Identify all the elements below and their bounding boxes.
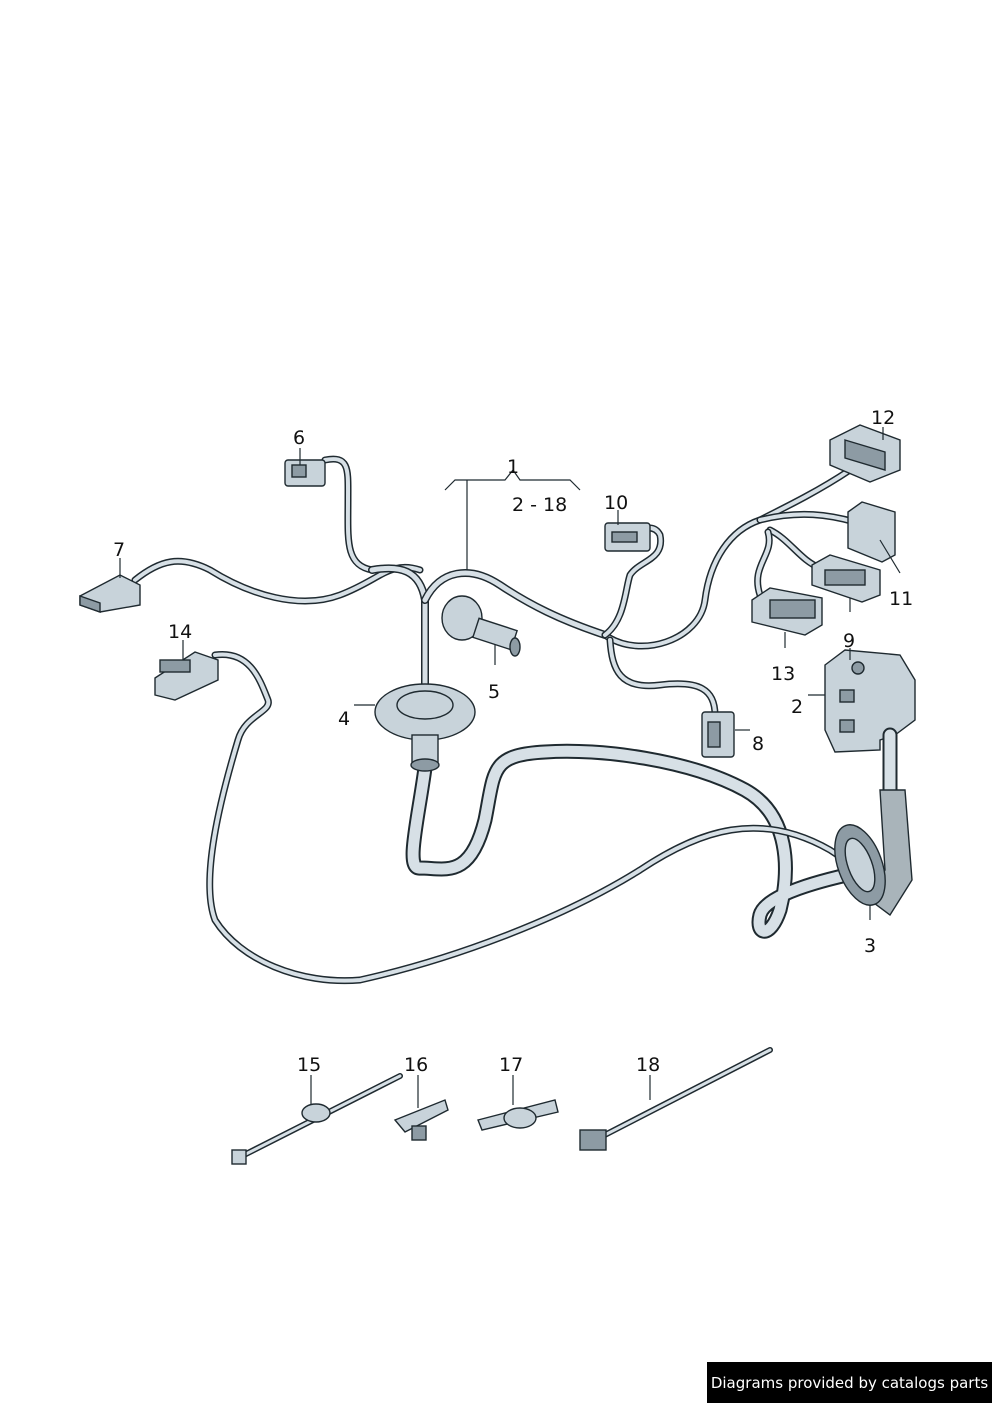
callout-6: 6: [293, 427, 306, 449]
callout-15: 15: [297, 1054, 322, 1076]
callout-7: 7: [113, 539, 126, 561]
cable-tie-15: [231, 1073, 403, 1165]
callout-9: 9: [843, 630, 856, 652]
main-harness-loop: [405, 743, 878, 939]
callout-3: 3: [864, 935, 877, 957]
connector-6: [284, 459, 326, 487]
credit-banner: Diagrams provided by catalogs parts: [707, 1362, 992, 1403]
clip-17: [477, 1099, 559, 1131]
callout-12: 12: [871, 407, 896, 429]
clip-16: [393, 1099, 449, 1141]
callout-1: 1: [507, 456, 520, 478]
callout-2-18: 2 - 18: [512, 494, 568, 516]
connector-11: [811, 501, 896, 603]
control-unit-2: [824, 649, 916, 753]
leader-lines: [119, 427, 901, 1108]
connector-10: [604, 522, 651, 552]
callout-4: 4: [338, 708, 351, 730]
connector-13: [751, 587, 823, 636]
lower-cable-loop: [206, 651, 874, 985]
grommet-4: [374, 683, 476, 772]
callout-10: 10: [604, 492, 629, 514]
callout-13: 13: [771, 663, 796, 685]
connector-8: [701, 711, 735, 758]
callout-5: 5: [488, 681, 501, 703]
connector-14: [154, 651, 219, 701]
callout-8: 8: [752, 733, 765, 755]
callout-11: 11: [889, 588, 914, 610]
callout-14: 14: [168, 621, 193, 643]
callout-2: 2: [791, 696, 804, 718]
connector-7: [79, 574, 141, 613]
sleeved-cable-3: [834, 727, 913, 917]
cable-tie-18: [579, 1047, 773, 1151]
upper-harness-branches: [131, 455, 859, 719]
connector-5: [441, 595, 521, 657]
callout-18: 18: [636, 1054, 661, 1076]
callout-16: 16: [404, 1054, 429, 1076]
callout-17: 17: [499, 1054, 524, 1076]
